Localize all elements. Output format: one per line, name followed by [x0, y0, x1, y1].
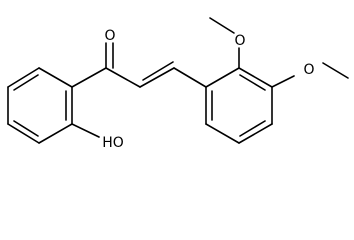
chemical-structure: O HO O O — [7, 17, 349, 151]
bond — [7, 67, 40, 88]
bond — [205, 67, 240, 88]
bond — [239, 120, 266, 137]
bond — [71, 67, 107, 88]
bond-lines — [7, 17, 349, 144]
bond — [271, 75, 295, 88]
bond — [13, 74, 39, 91]
bond — [239, 74, 266, 91]
bond — [71, 123, 100, 138]
bond — [7, 123, 40, 144]
bond — [13, 120, 39, 137]
bond — [322, 62, 349, 79]
methoxy-upper-oxygen-label: O — [234, 33, 245, 49]
bond — [205, 123, 240, 144]
bond — [238, 123, 273, 144]
bond — [238, 67, 273, 88]
atom-labels: O HO O O — [102, 28, 314, 151]
bond — [209, 17, 235, 34]
bond — [142, 61, 174, 81]
bond — [38, 67, 73, 88]
bond — [173, 67, 207, 88]
ketone-oxygen-label: O — [104, 28, 115, 44]
bond — [105, 67, 141, 88]
bond — [139, 67, 175, 88]
hydroxyl-label: HO — [102, 135, 124, 151]
methoxy-right-oxygen-label: O — [303, 62, 314, 78]
bond — [38, 123, 73, 144]
